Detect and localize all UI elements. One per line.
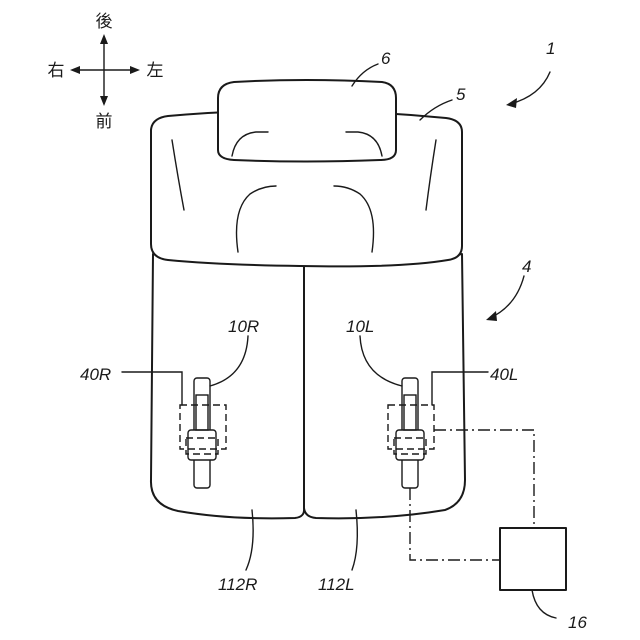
label-actuator-left: 10L bbox=[346, 317, 374, 336]
label-sensor-right: 40R bbox=[80, 365, 111, 384]
arrow-up-icon bbox=[100, 34, 108, 44]
label-seat-cushion: 4 bbox=[522, 257, 531, 276]
label-controller: 16 bbox=[568, 613, 587, 632]
cushion-right-half bbox=[151, 254, 304, 518]
arrow-right-icon bbox=[130, 66, 140, 74]
arrow-icon bbox=[506, 98, 517, 108]
label-seat-unit: 1 bbox=[546, 39, 555, 58]
arrow-icon bbox=[486, 311, 497, 321]
arrow-down-icon bbox=[100, 96, 108, 106]
arrow-left-icon bbox=[70, 66, 80, 74]
headrest-outline bbox=[218, 80, 396, 162]
label-cushion-left: 112L bbox=[318, 575, 355, 594]
controller-box bbox=[500, 528, 566, 590]
label-cushion-right: 112R bbox=[218, 575, 257, 594]
cushion-left-half bbox=[304, 254, 465, 518]
direction-back-label: 後 bbox=[96, 12, 113, 32]
direction-front-label: 前 bbox=[96, 112, 113, 132]
direction-right-label: 右 bbox=[48, 61, 65, 81]
label-actuator-right: 10R bbox=[228, 317, 259, 336]
label-sensor-left: 40L bbox=[490, 365, 518, 384]
headrest bbox=[218, 80, 396, 162]
direction-left-label: 左 bbox=[147, 61, 164, 81]
label-seat-back: 5 bbox=[456, 85, 466, 104]
label-headrest: 6 bbox=[381, 49, 391, 68]
direction-compass: 後 前 右 左 bbox=[48, 12, 164, 132]
